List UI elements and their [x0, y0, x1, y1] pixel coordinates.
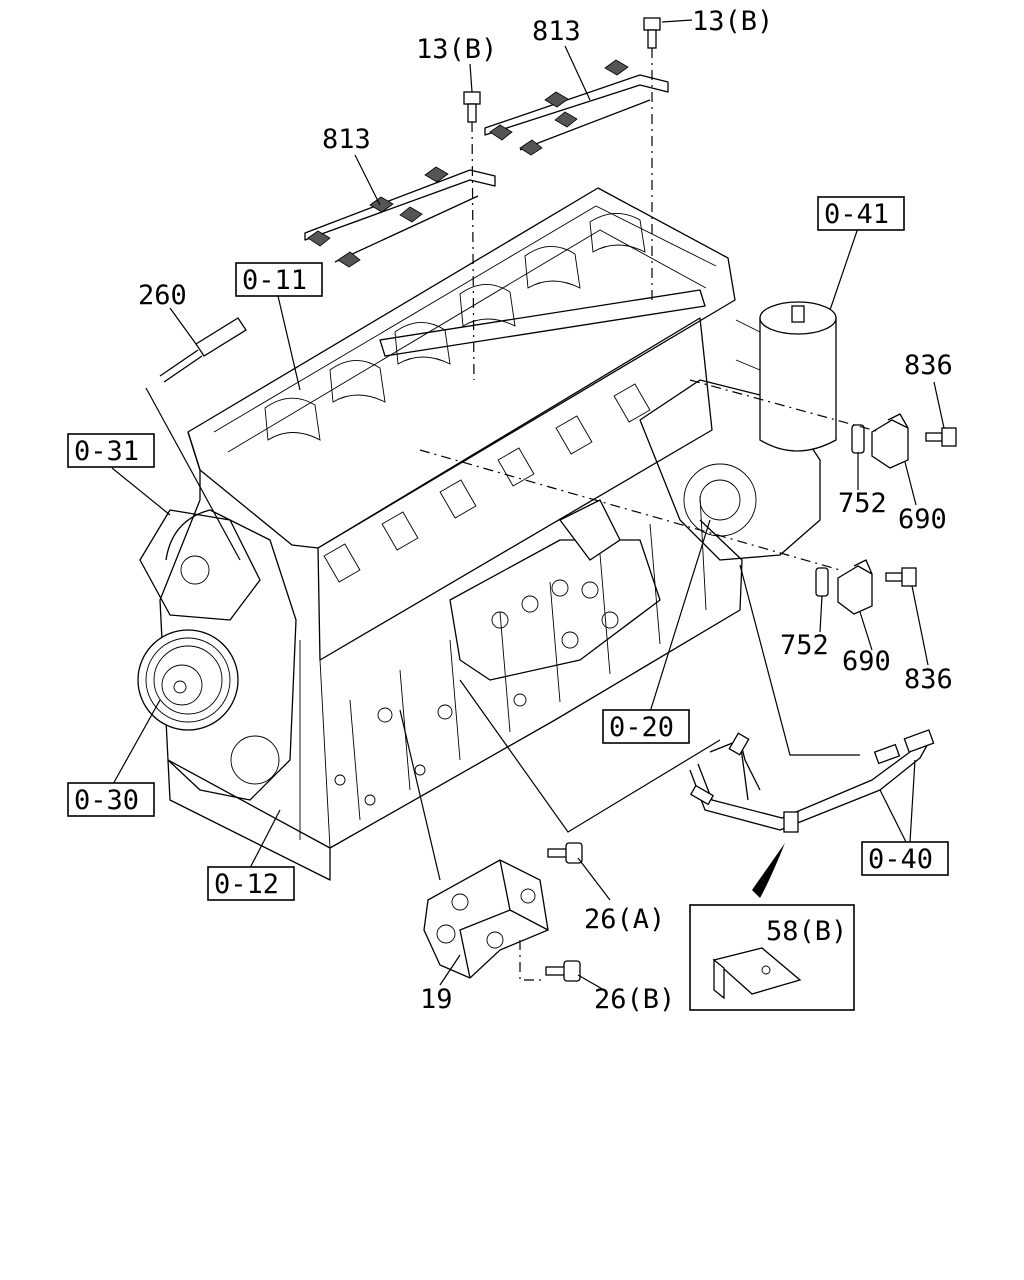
- label-0-41: 0-41: [824, 199, 889, 230]
- label-19: 19: [420, 984, 453, 1015]
- bolt-26b-icon: [545, 960, 581, 982]
- bolt-836-upper-icon: [925, 427, 957, 447]
- label-0-30: 0-30: [74, 785, 139, 816]
- label-690-upper: 690: [898, 504, 947, 535]
- label-260: 260: [138, 280, 187, 311]
- label-752-upper: 752: [838, 488, 887, 519]
- clip-58b-icon: [712, 947, 802, 1000]
- wire-harness-upper: [484, 59, 669, 156]
- label-13b-left: 13(B): [416, 34, 497, 65]
- label-0-20: 0-20: [609, 712, 674, 743]
- label-690-lower: 690: [842, 646, 891, 677]
- fuel-filter: [735, 301, 837, 452]
- label-13b-top: 13(B): [692, 6, 773, 37]
- label-0-31: 0-31: [74, 436, 139, 467]
- ref-box-0-41: [817, 196, 905, 231]
- label-836-upper: 836: [904, 350, 953, 381]
- oring-752-upper-icon: [851, 424, 865, 454]
- bolt-13b-left-icon: [463, 91, 481, 123]
- label-752-lower: 752: [780, 630, 829, 661]
- label-813-top: 813: [532, 16, 581, 47]
- bolt-26a-icon: [547, 842, 583, 864]
- oring-752-lower-icon: [815, 567, 829, 597]
- ref-box-0-12: [207, 866, 295, 901]
- label-836-lower: 836: [904, 664, 953, 695]
- leader-lines: [111, 19, 945, 991]
- label-58b: 58(B): [766, 916, 847, 947]
- label-0-11: 0-11: [242, 265, 307, 296]
- sensor-690-upper-icon: [871, 413, 909, 469]
- label-26a: 26(A): [584, 904, 665, 935]
- label-813-left: 813: [322, 124, 371, 155]
- engine-block-illustration: [137, 187, 837, 881]
- wire-harness-lower: [304, 166, 496, 268]
- sensor-690-lower-icon: [837, 559, 873, 615]
- fuel-pipe-assembly: [689, 729, 935, 833]
- crank-pulley: [137, 629, 239, 731]
- label-0-40: 0-40: [868, 844, 933, 875]
- ref-box-0-31: [67, 433, 155, 468]
- label-0-12: 0-12: [214, 869, 279, 900]
- sensor-260-icon: [159, 317, 247, 383]
- ref-box-0-30: [67, 782, 155, 817]
- bolt-13b-top-icon: [643, 17, 661, 49]
- ref-box-0-20: [602, 709, 690, 744]
- detail-pointer-arrow: [752, 843, 785, 898]
- ref-box-0-11: [235, 262, 323, 297]
- bolt-836-lower-icon: [885, 567, 917, 587]
- bracket-19-icon: [423, 859, 549, 979]
- label-26b: 26(B): [594, 984, 675, 1015]
- ref-box-0-40: [861, 841, 949, 876]
